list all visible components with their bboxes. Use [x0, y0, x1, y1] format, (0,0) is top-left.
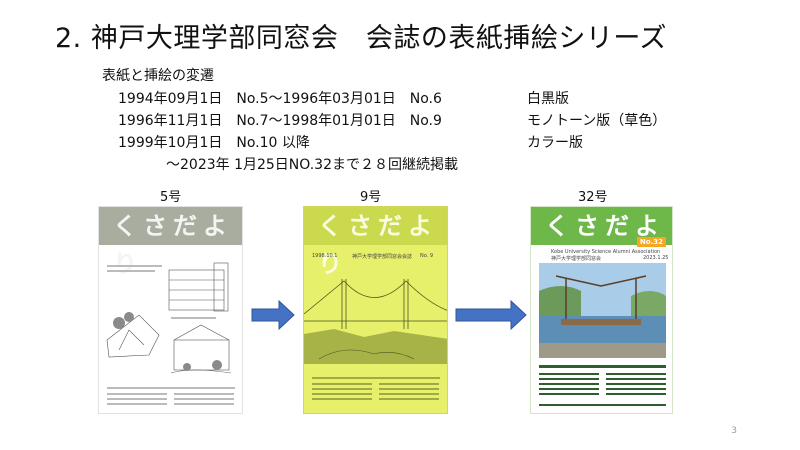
cover-header-org: 神戸大学理学部同窓会会誌: [352, 254, 413, 260]
cover-image-no32: くさだより No.32 Kobe University Science Alum…: [530, 206, 673, 414]
history-edition-2: モノトーン版（草色）: [527, 113, 667, 129]
issue-label-9: 9号: [360, 190, 382, 205]
cover-header-date: 1998.10.1: [312, 253, 338, 259]
cover-illustration-sketch: [106, 262, 235, 405]
cover-illustration-drawbridge: [539, 263, 666, 406]
cover-masthead: くさだより: [304, 207, 447, 278]
history-continuation: ～2023年 1月25日NO.32まで２８回継続掲載: [166, 157, 458, 173]
cover-header-no: No. 9: [420, 253, 434, 259]
history-period-3: 1999年10月1日 No.10 以降: [118, 135, 310, 151]
cover-illustration-bridge: [304, 279, 447, 400]
cover-issue-badge: No.32: [636, 237, 666, 247]
cover-date: 2023.1.25: [643, 255, 669, 261]
cover-image-no9: くさだより 1998.10.1 神戸大学理学部同窓会会誌 No. 9: [303, 206, 448, 414]
history-heading: 表紙と挿絵の変遷: [102, 68, 214, 84]
page-number: 3: [731, 426, 737, 436]
history-edition-1: 白黒版: [527, 91, 569, 107]
issue-label-5: 5号: [160, 190, 182, 205]
slide-title: 2. 神戸大理学部同窓会 会誌の表紙挿絵シリーズ: [55, 23, 667, 54]
history-period-2: 1996年11月1日 No.7～1998年01月01日 No.9: [118, 113, 442, 129]
cover-masthead: くさだより: [99, 207, 242, 278]
right-arrow-icon: [251, 300, 295, 330]
cover-image-no5: くさだより: [98, 206, 243, 414]
cover-header-en: Kobe University Science Alumni Associati…: [551, 249, 661, 255]
issue-label-32: 32号: [578, 190, 608, 205]
right-arrow-icon: [455, 300, 527, 330]
cover-header-jp: 神戸大学理学部同窓会: [551, 256, 602, 262]
history-edition-3: カラー版: [527, 135, 583, 151]
history-period-1: 1994年09月1日 No.5～1996年03月01日 No.6: [118, 91, 442, 107]
